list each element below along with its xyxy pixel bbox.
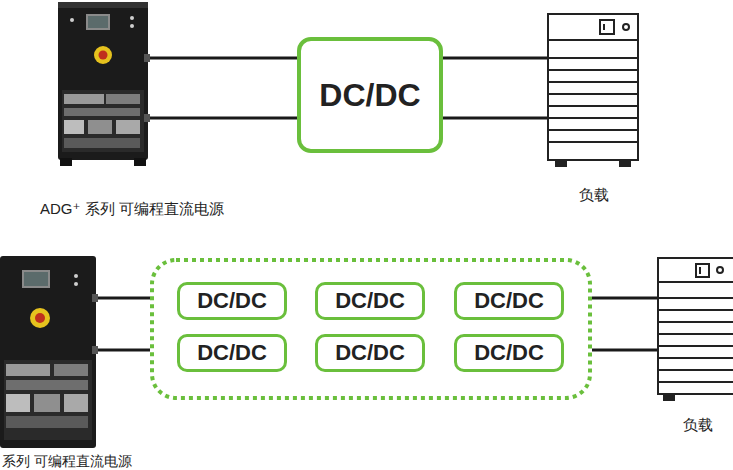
box-label: DC/DC <box>197 340 267 366</box>
group-outline <box>150 258 592 400</box>
box-label: DC/DC <box>474 340 544 366</box>
node-label: 负载 <box>577 186 611 205</box>
converter-group: DC/DC DC/DC DC/DC DC/DC DC/DC DC/DC <box>150 258 592 400</box>
converter-box: DC/DC <box>315 334 425 372</box>
load-icon <box>658 258 733 400</box>
power-supply-cabinet <box>0 256 98 448</box>
converter-box: DC/DC <box>315 282 425 320</box>
converter-box: DC/DC <box>454 334 564 372</box>
load-node: 负载 <box>547 12 640 168</box>
box-label: DC/DC <box>197 288 267 314</box>
wire-pair <box>98 298 150 350</box>
converter-box: DC/DC <box>297 37 443 153</box>
wire-pair <box>592 298 657 350</box>
power-supply-node: 系列 可编程直流电源 <box>0 254 98 450</box>
converter-box: DC/DC <box>177 334 287 372</box>
power-supply-cabinet <box>58 2 150 166</box>
wire-pair <box>443 58 547 118</box>
load-icon <box>548 14 638 166</box>
box-label: DC/DC <box>474 288 544 314</box>
wire-pair <box>150 58 297 118</box>
load-node: 负载 <box>657 256 733 396</box>
node-label: 系列 可编程直流电源 <box>0 453 134 470</box>
converter-box: DC/DC <box>454 282 564 320</box>
node-label: ADG⁺ 系列 可编程直流电源 <box>38 200 226 219</box>
node-label: 负载 <box>681 416 715 435</box>
box-label: DC/DC <box>335 340 405 366</box>
converter-box: DC/DC <box>177 282 287 320</box>
power-supply-node: ADG⁺ 系列 可编程直流电源 <box>56 0 150 168</box>
box-label: DC/DC <box>319 77 420 114</box>
box-label: DC/DC <box>335 288 405 314</box>
